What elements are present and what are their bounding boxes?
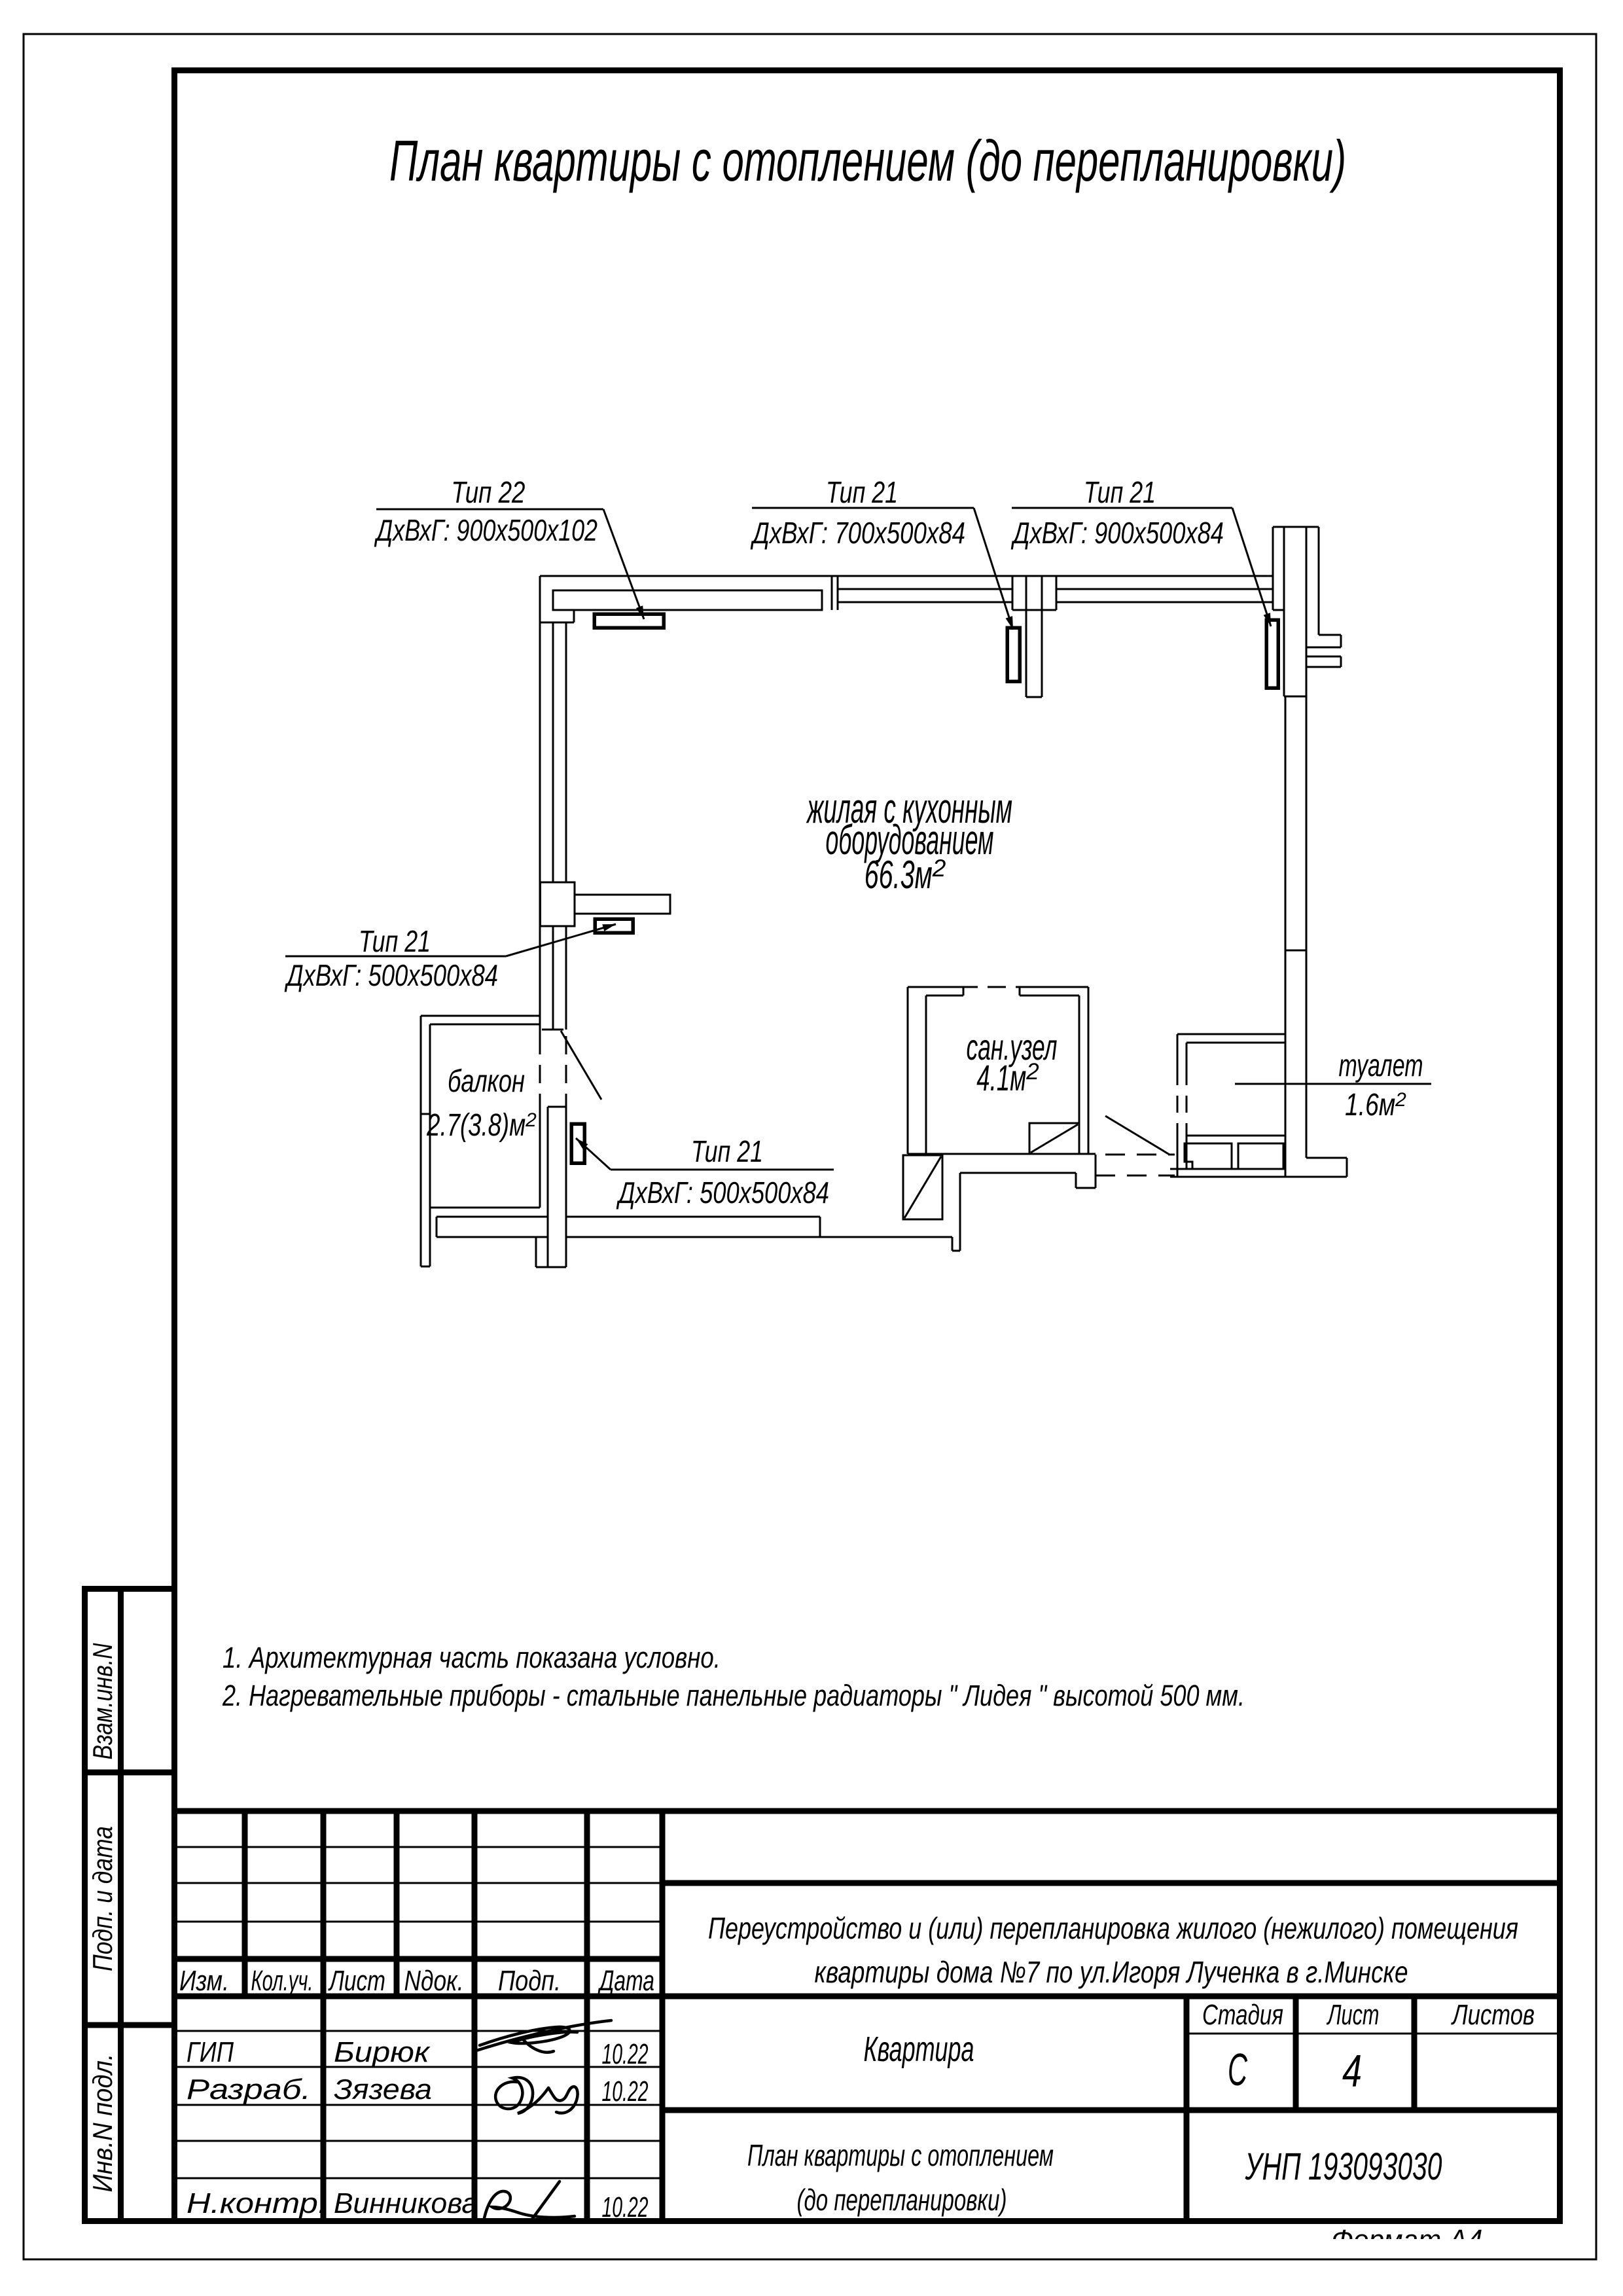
svg-text:(до перепланировки): (до перепланировки) xyxy=(797,2183,1007,2217)
svg-text:Тип 21: Тип 21 xyxy=(1084,475,1156,509)
svg-text:Nдок.: Nдок. xyxy=(404,1965,464,1997)
svg-text:Изм.: Изм. xyxy=(179,1965,229,1997)
svg-text:сан.узел: сан.узел xyxy=(967,1026,1058,1067)
svg-text:1. Архитектурная часть показан: 1. Архитектурная часть показана условно. xyxy=(223,1641,721,1674)
svg-text:Зязева: Зязева xyxy=(334,2073,432,2106)
svg-text:2.7(3.8)м2: 2.7(3.8)м2 xyxy=(426,1108,537,1143)
svg-text:квартиры дома №7 по ул.Игоря Л: квартиры дома №7 по ул.Игоря Лученка в г… xyxy=(815,1955,1408,1989)
svg-text:Формат А4: Формат А4 xyxy=(1332,2224,1483,2256)
svg-text:1.6м2: 1.6м2 xyxy=(1345,1088,1406,1122)
svg-text:жилая с кухонным: жилая с кухонным xyxy=(806,785,1012,832)
svg-text:Разраб.: Разраб. xyxy=(187,2073,311,2106)
svg-text:Кол.уч.: Кол.уч. xyxy=(251,1965,313,1997)
svg-text:10.22: 10.22 xyxy=(602,2075,649,2108)
svg-text:4: 4 xyxy=(1342,2045,1362,2096)
svg-text:Подп. и дата: Подп. и дата xyxy=(87,1826,118,1971)
svg-text:Лист: Лист xyxy=(1326,1999,1379,2031)
svg-text:10.22: 10.22 xyxy=(602,2038,649,2070)
svg-text:План квартиры с отоплением (до: План квартиры с отоплением (до переплани… xyxy=(389,128,1346,193)
svg-text:балкон: балкон xyxy=(448,1064,525,1099)
svg-text:Лист: Лист xyxy=(328,1965,385,1997)
svg-text:ДхВхГ: 500х500х84: ДхВхГ: 500х500х84 xyxy=(284,958,498,992)
svg-text:Листов: Листов xyxy=(1451,1999,1535,2031)
svg-text:10.22: 10.22 xyxy=(602,2191,649,2223)
svg-text:Взам.инв.N: Взам.инв.N xyxy=(87,1643,118,1760)
svg-text:Подп.: Подп. xyxy=(498,1965,561,1997)
svg-text:Инв.N подл.: Инв.N подл. xyxy=(87,2054,118,2193)
svg-text:2. Нагревательные приборы - ст: 2. Нагревательные приборы - стальные пан… xyxy=(222,1679,1245,1712)
svg-text:ГИП: ГИП xyxy=(187,2036,234,2068)
svg-text:Переустройство и (или) перепла: Переустройство и (или) перепланировка жи… xyxy=(708,1911,1518,1945)
svg-text:ДхВхГ: 700х500х84: ДхВхГ: 700х500х84 xyxy=(750,516,965,550)
svg-text:ДхВхГ: 900х500х84: ДхВхГ: 900х500х84 xyxy=(1010,516,1224,550)
svg-text:4.1м2: 4.1м2 xyxy=(976,1057,1039,1098)
svg-text:Тип 21: Тип 21 xyxy=(359,924,431,958)
svg-text:Бирюк: Бирюк xyxy=(334,2036,431,2068)
svg-text:Квартира: Квартира xyxy=(864,2030,974,2069)
svg-text:Тип 21: Тип 21 xyxy=(691,1134,763,1168)
svg-text:Винникова: Винникова xyxy=(334,2187,478,2219)
svg-text:Дата: Дата xyxy=(597,1965,654,1997)
svg-text:туалет: туалет xyxy=(1339,1049,1423,1083)
svg-text:ДхВхГ: 500х500х84: ДхВхГ: 500х500х84 xyxy=(616,1175,829,1210)
svg-text:План квартиры с отоплением: План квартиры с отоплением xyxy=(747,2138,1054,2172)
svg-text:ДхВхГ: 900х500х102: ДхВхГ: 900х500х102 xyxy=(374,513,597,547)
svg-text:Тип 21: Тип 21 xyxy=(826,475,898,509)
svg-text:Тип 22: Тип 22 xyxy=(452,475,526,509)
svg-text:Н.контр.: Н.контр. xyxy=(187,2187,327,2219)
svg-text:С: С xyxy=(1228,2044,1247,2095)
svg-text:Стадия: Стадия xyxy=(1202,1999,1283,2031)
svg-text:оборудованием: оборудованием xyxy=(826,816,994,863)
svg-text:66.3м2: 66.3м2 xyxy=(865,853,946,897)
svg-text:УНП 193093030: УНП 193093030 xyxy=(1245,2145,1442,2188)
